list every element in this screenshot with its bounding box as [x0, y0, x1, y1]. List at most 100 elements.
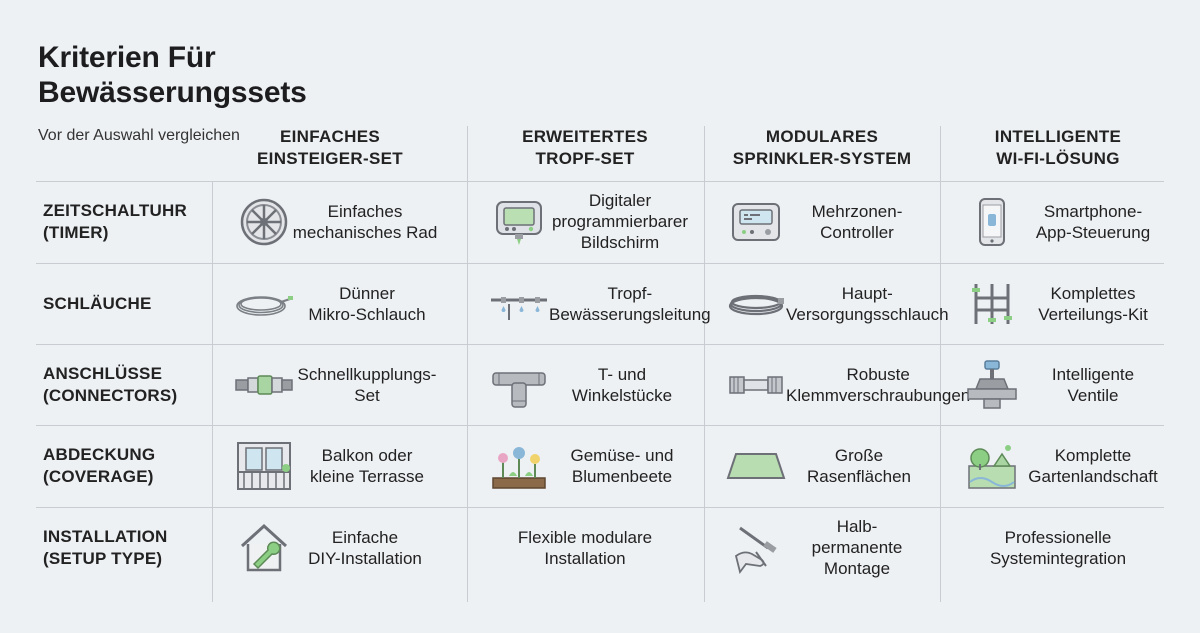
column-divider — [467, 126, 468, 602]
row-label-line: (TIMER) — [43, 222, 109, 242]
row-divider — [36, 507, 1164, 508]
cell-text-line: Balkon oder — [321, 445, 413, 465]
cell-text-line: Blumenbeete — [571, 466, 673, 486]
cell-text: Tropf-Bewässerungsleitung — [549, 283, 719, 325]
column-header-line: SPRINKLER-SYSTEM — [732, 149, 912, 168]
garden-landscape-icon — [966, 440, 1018, 492]
balcony-icon — [234, 440, 294, 492]
row-label: INSTALLATION(SETUP TYPE) — [43, 526, 208, 570]
cell-text-line: Komplette — [1054, 445, 1132, 465]
cell-text-line: T- und — [597, 364, 647, 384]
cell-text: Haupt-Versorgungsschlauch — [786, 283, 957, 325]
cell-text-line: DIY-Installation — [308, 548, 422, 568]
row-label-line: (COVERAGE) — [43, 466, 154, 486]
digital-timer-icon — [493, 196, 545, 248]
multizone-controller-icon — [730, 196, 782, 248]
cell-text-line: Haupt- — [841, 283, 893, 303]
row-label-line: SCHLÄUCHE — [43, 293, 152, 313]
column-header-line: EINFACHES — [280, 127, 380, 146]
hand-tool-icon — [730, 522, 782, 574]
row-label-line: INSTALLATION — [43, 526, 168, 546]
cell-text-line: Rasenflächen — [807, 466, 911, 486]
quick-coupling-icon — [234, 359, 294, 411]
drip-line-icon — [489, 278, 549, 330]
column-header-line: WI-FI-LÖSUNG — [996, 149, 1120, 168]
cell-text-line: Komplettes — [1050, 283, 1136, 303]
cell-text-line: Systemintegration — [989, 548, 1127, 568]
row-label-line: ABDECKUNG — [43, 444, 156, 464]
row-label-line: ZEITSCHALTUHR — [43, 200, 187, 220]
row-label-line: (SETUP TYPE) — [43, 548, 163, 568]
cell-text-line: Einfaches — [327, 201, 403, 221]
column-header-line: INTELLIGENTE — [994, 127, 1122, 146]
column-header-line: TROPF-SET — [535, 149, 635, 168]
mechanical-wheel-icon — [238, 196, 290, 248]
coiled-micro-hose-icon — [234, 278, 294, 330]
cell-text-line: Intelligente — [1051, 364, 1135, 384]
cell-text-line: Klemmverschraubungen — [786, 385, 971, 405]
diy-house-wrench-icon — [238, 522, 290, 574]
cell-text-line: Digitaler — [588, 191, 652, 210]
cell-text-line: Montage — [823, 559, 891, 578]
smart-valve-icon — [966, 359, 1018, 411]
row-label: ZEITSCHALTUHR(TIMER) — [43, 200, 208, 244]
title-line-1: Kriterien Für — [38, 41, 216, 74]
column-header-line: ERWEITERTES — [522, 127, 648, 146]
cell-text-line: Bildschirm — [580, 233, 660, 252]
cell-text-line: Große — [834, 445, 884, 465]
cell-text-line: Versorgungsschlauch — [786, 304, 949, 324]
row-label: ANSCHLÜSSE(CONNECTORS) — [43, 363, 208, 407]
cell-text: Schnellkupplungs-Set — [294, 364, 448, 406]
row-divider — [36, 344, 1164, 345]
cell-text-line: Winkelstücke — [571, 385, 673, 405]
cell-text-line: Mehrzonen- — [811, 201, 903, 221]
main-hose-icon — [726, 278, 786, 330]
column-header: ERWEITERTES TROPF-SET — [467, 126, 703, 170]
cell-text-line: Installation — [544, 548, 626, 568]
cell-text-line: Verteilungs-Kit — [1038, 304, 1148, 324]
t-fitting-icon — [489, 359, 549, 411]
cell-text-line: permanente — [811, 538, 903, 557]
row-label: SCHLÄUCHE — [43, 293, 208, 315]
cell-text-line: Schnellkupplungs- — [297, 364, 437, 384]
column-header-line: MODULARES — [765, 127, 879, 146]
cell-text-line: Flexible modulare — [517, 527, 653, 547]
row-divider — [36, 425, 1164, 426]
column-header: EINFACHES EINSTEIGER-SET — [212, 126, 448, 170]
table-cell: Tropf-Bewässerungsleitung — [467, 263, 711, 344]
cell-text-line: Professionelle — [1004, 527, 1112, 547]
row-label-line: (CONNECTORS) — [43, 385, 178, 405]
column-header: MODULARES SPRINKLER-SYSTEM — [704, 126, 940, 170]
cell-text-line: App-Steuerung — [1035, 222, 1151, 242]
cell-text: Mehrzonen-Controller — [782, 201, 940, 243]
title-line-2: Bewässerungssets — [38, 76, 307, 109]
table-cell: Haupt-Versorgungsschlauch — [704, 263, 949, 344]
compression-fitting-icon — [726, 359, 786, 411]
cell-text-line: Dünner — [339, 283, 395, 303]
cell-text-line: programmierbarer — [551, 212, 689, 231]
cell-text-line: Smartphone- — [1043, 201, 1143, 221]
column-header-line: EINSTEIGER-SET — [257, 149, 403, 168]
cell-text-line: Mikro-Schlauch — [308, 304, 426, 324]
cell-text-line: Bewässerungsleitung — [549, 304, 711, 324]
row-divider — [36, 181, 1164, 182]
